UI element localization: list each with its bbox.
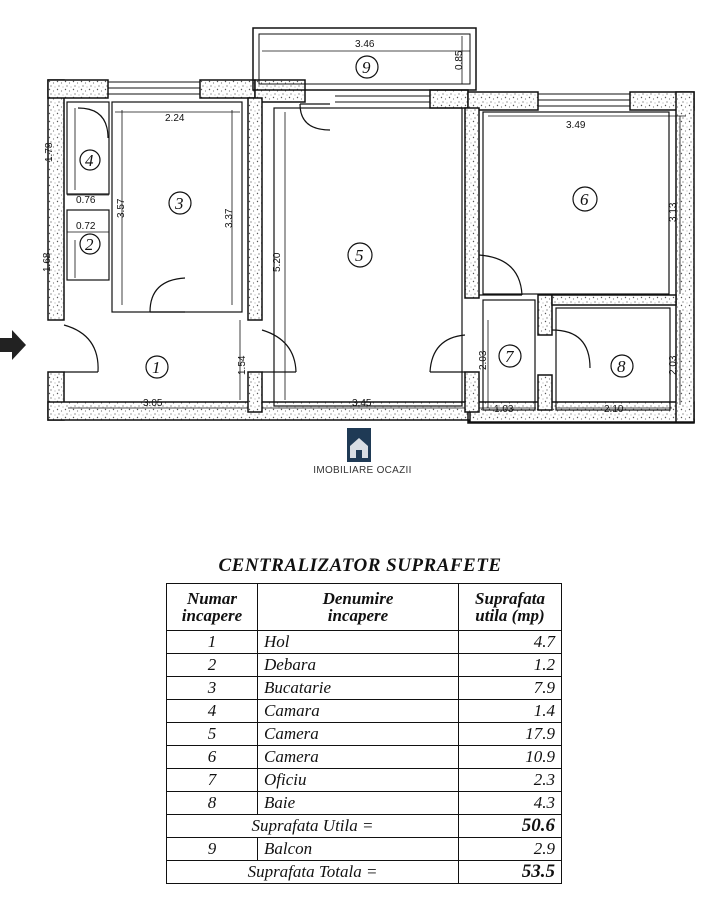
dim-bath-height: 2.03 <box>668 355 679 375</box>
room-8-label: 8 <box>617 357 626 376</box>
room-1-label: 1 <box>152 358 161 377</box>
grand-total-label: Suprafata Totala = <box>166 860 459 884</box>
exterior-walls <box>47 79 695 424</box>
dimension-lines <box>67 36 686 409</box>
dim-room5-width: 3.45 <box>352 398 372 409</box>
grand-total-value: 53.5 <box>458 860 562 884</box>
room-partitions <box>66 101 671 411</box>
dim-storage-width: 0.72 <box>76 221 96 232</box>
dim-kitchen-height-right: 3.37 <box>224 208 235 228</box>
dim-room6-width: 3.49 <box>566 120 586 131</box>
grand-total-row: Suprafata Totala = 53.5 <box>166 860 562 884</box>
entrance-arrow-icon <box>0 330 26 360</box>
room-5-label: 5 <box>355 246 364 265</box>
useful-total-row: Suprafata Utila = 50.6 <box>166 814 562 838</box>
table-title: CENTRALIZATOR SUPRAFETE <box>218 555 502 576</box>
room-2-label: 2 <box>85 235 94 254</box>
useful-total-value: 50.6 <box>458 814 562 838</box>
dim-bath-width: 2.10 <box>604 404 624 415</box>
house-logo-icon <box>347 428 371 462</box>
dim-balcony-depth: 0.85 <box>454 50 465 70</box>
dim-kitchen-width: 2.24 <box>165 113 185 124</box>
room-7-label: 7 <box>505 347 515 366</box>
balcony <box>252 27 477 91</box>
dim-office-height: 2.03 <box>478 350 489 370</box>
floor-plan: 3.46 0.85 2.24 1.78 0.76 0.72 3.57 3.37 … <box>0 27 695 462</box>
dim-pantry-height: 1.78 <box>44 142 55 162</box>
dim-hall-width: 3.05 <box>143 398 163 409</box>
dim-storage-height: 1.68 <box>42 252 53 272</box>
room-4-label: 4 <box>85 151 94 170</box>
dim-hall-height: 1.54 <box>237 355 248 375</box>
dim-kitchen-height-left: 3.57 <box>116 198 127 218</box>
dim-room6-height: 3.13 <box>668 202 679 222</box>
dim-pantry-width: 0.76 <box>76 195 96 206</box>
dim-room5-height: 5.20 <box>272 252 283 272</box>
brand-text: IMOBILIARE OCAZII <box>313 465 412 476</box>
doors <box>63 103 591 373</box>
dim-balcony-width: 3.46 <box>355 39 375 50</box>
room-labels <box>79 55 634 379</box>
useful-total-label: Suprafata Utila = <box>166 814 459 838</box>
dim-office-width: 1.03 <box>494 404 514 415</box>
room-6-label: 6 <box>580 190 589 209</box>
room-3-label: 3 <box>174 194 184 213</box>
room-9-label: 9 <box>362 58 371 77</box>
